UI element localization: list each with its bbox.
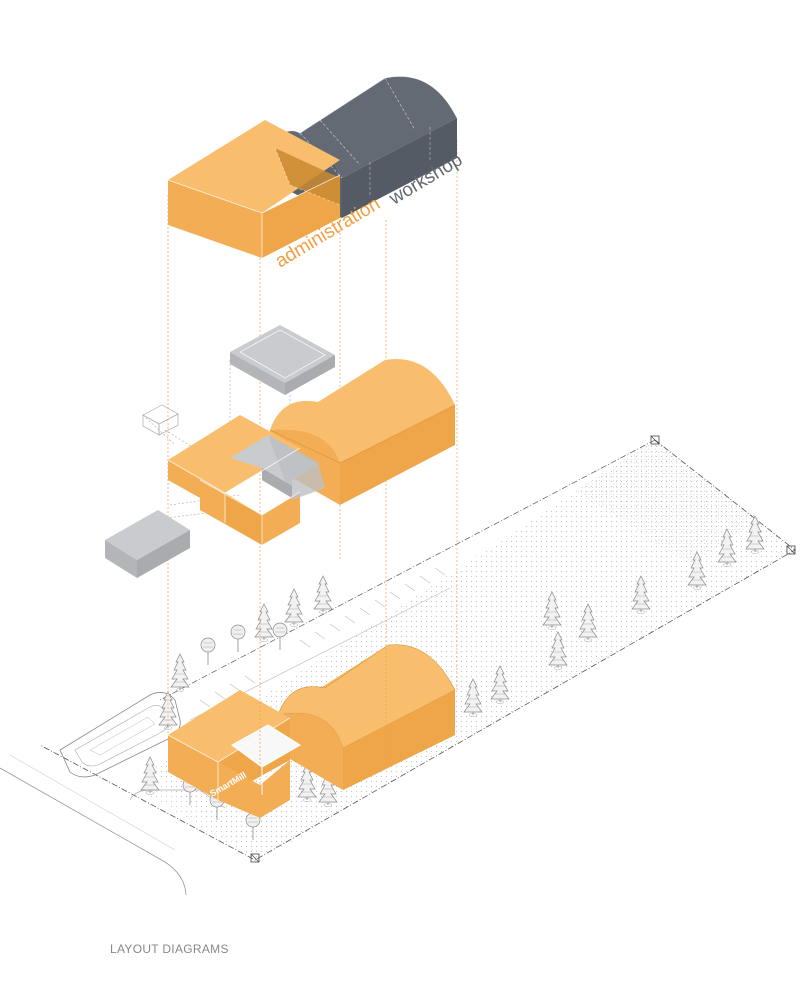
- grey-box-lower: [105, 510, 190, 578]
- site-building: SmartMill: [167, 644, 456, 818]
- property-line: [39, 439, 796, 861]
- massing-layer: administration workshop: [167, 76, 466, 272]
- grey-box-small: [142, 404, 179, 436]
- front-yard: [140, 775, 320, 860]
- administration-volume: [167, 120, 341, 258]
- grey-box-roof: [230, 325, 335, 395]
- property-line-north: [159, 439, 656, 701]
- survey-marker: [250, 853, 260, 863]
- road-edge: [0, 767, 187, 896]
- road-edge: [9, 754, 176, 851]
- survey-marker: [786, 545, 796, 555]
- site-plan: SmartMill: [0, 435, 796, 896]
- program-building: [167, 358, 456, 545]
- far-lot-hatch: [575, 440, 760, 565]
- diagram-caption: LAYOUT DIAGRAMS: [110, 942, 229, 956]
- program-layer: [105, 325, 456, 578]
- survey-marker: [650, 435, 660, 445]
